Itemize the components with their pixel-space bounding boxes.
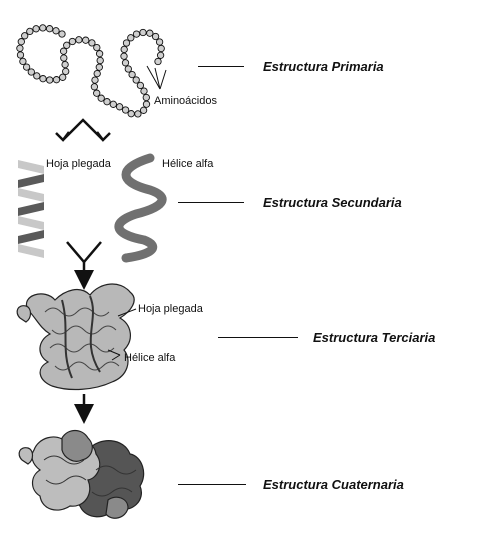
amino-acid-bead (121, 59, 130, 67)
amino-acid-bead (156, 51, 165, 59)
amino-acid-bead (154, 57, 162, 66)
amino-acid-bead (58, 30, 66, 38)
amino-acid-bead (151, 32, 160, 41)
amino-acid-bead (120, 45, 128, 54)
amino-acid-bead (146, 29, 154, 37)
amino-acid-bead (59, 73, 67, 81)
amino-acid-bead (16, 44, 24, 52)
tertiary-pointers (107, 308, 137, 361)
amino-acid-bead (62, 67, 70, 76)
beta-sheet-segment (18, 216, 44, 230)
amino-acid-chain (16, 24, 165, 118)
primary-connector (198, 66, 244, 67)
secondary-structure-label: Estructura Secundaria (263, 195, 402, 210)
amino-acid-bead (16, 51, 25, 59)
amino-acid-bead (45, 25, 54, 33)
amino-acid-bead (75, 36, 83, 44)
amino-acid-bead (93, 69, 101, 78)
amino-acid-bead (124, 65, 132, 73)
tertiary-structure-label: Estructura Terciaria (313, 330, 436, 345)
split-arrows (55, 118, 111, 142)
amino-acid-bead (140, 87, 148, 95)
amino-acid-bead (93, 43, 101, 52)
quaternary-strands (43, 455, 137, 497)
tertiary-sheet-label: Hoja plegada (138, 303, 203, 315)
amino-acid-bead (127, 34, 135, 42)
amino-acid-bead (93, 89, 101, 97)
tertiary-connector (218, 337, 298, 338)
amino-acid-bead (52, 27, 60, 35)
amino-acid-bead (142, 100, 151, 108)
amino-acid-bead (95, 63, 103, 71)
amino-acids-label: Aminoácidos (154, 95, 217, 107)
tertiary-inner-strands (44, 295, 120, 379)
amino-acid-bead (97, 94, 105, 102)
amino-acid-bead (132, 30, 141, 38)
amino-acid-bead (60, 54, 68, 62)
quaternary-connector (178, 484, 246, 485)
tertiary-fold (25, 283, 135, 391)
amino-acid-bead (27, 68, 35, 76)
amino-acid-bead (39, 24, 47, 32)
amino-acid-bead (115, 103, 124, 111)
amino-acid-bead (96, 56, 104, 65)
beta-sheet-segment (18, 230, 44, 244)
amino-acid-bead (155, 38, 164, 46)
alpha-helix-label: Hélice alfa (162, 158, 214, 170)
amino-acid-bead (103, 98, 111, 106)
tertiary-head (16, 305, 32, 323)
secondary-connector (178, 202, 244, 203)
amino-acid-bead (26, 27, 34, 36)
amino-acid-bead (95, 50, 104, 58)
beta-sheet-segment (18, 202, 44, 216)
amino-acid-bead (61, 60, 69, 69)
amino-acid-bead (122, 39, 131, 47)
beta-sheet-segment (18, 174, 44, 188)
amino-acid-bead (91, 76, 99, 84)
amino-acid-bead (63, 41, 71, 49)
amino-acid-bead (134, 110, 142, 118)
primary-structure-label: Estructura Primaria (263, 59, 384, 74)
amino-acid-bead (68, 37, 77, 46)
quaternary-subunit-mid (61, 429, 129, 519)
amino-acid-bead (121, 106, 130, 114)
amino-acid-bead (157, 44, 165, 53)
amino-acid-bead (127, 110, 135, 118)
tertiary-helix-label: Hélice alfa (124, 352, 176, 364)
quaternary-structure-label: Estructura Cuaternaria (263, 477, 404, 492)
beta-sheet-segment (18, 188, 44, 202)
amino-acid-bead (22, 63, 31, 71)
amino-acid-bead (52, 76, 61, 84)
amino-acid-bead (109, 100, 117, 108)
amino-acid-bead (120, 52, 128, 60)
amino-acid-bead (139, 106, 148, 114)
beta-sheet-strand (18, 160, 44, 258)
amino-acid-bead (32, 25, 40, 33)
amino-acid-bead (17, 38, 25, 46)
amino-acid-bead (21, 32, 29, 40)
merge-arrow (66, 241, 102, 290)
amino-acid-bead (39, 75, 47, 83)
amino-acid-bead (142, 93, 150, 102)
beta-sheet-label: Hoja plegada (46, 158, 111, 170)
quaternary-head (18, 447, 34, 465)
amino-acid-bead (90, 83, 99, 91)
amino-acid-bead (82, 36, 90, 44)
amino-acid-bead (128, 70, 136, 79)
alpha-helix-ribbon (114, 153, 167, 263)
amino-acid-bead (88, 39, 96, 47)
amino-acid-bead (139, 28, 147, 37)
amino-acid-bead (19, 57, 27, 66)
amino-acid-bead (46, 76, 54, 84)
amino-acid-bead (136, 81, 145, 90)
amino-acid-bead (132, 76, 140, 84)
beta-sheet-segment (18, 160, 44, 174)
beta-sheet-segment (18, 244, 44, 258)
amino-acid-bead (33, 72, 41, 80)
amino-acid-pointers (146, 65, 167, 90)
amino-acid-bead (59, 47, 68, 55)
